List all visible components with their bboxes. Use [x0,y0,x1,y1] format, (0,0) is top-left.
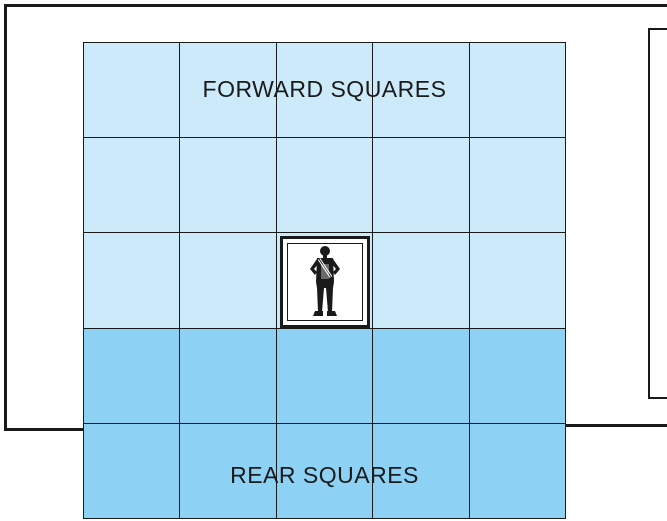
adjacent-panel [648,28,667,399]
standing-soldier-icon [305,244,345,320]
piece-tile-inner [287,243,363,321]
forward-square [84,138,180,233]
board-frame-bottom-left [4,428,84,431]
rear-squares-label: REAR SQUARES [83,462,566,489]
forward-square [470,233,566,328]
rear-square [470,329,566,424]
board-frame-top [4,4,667,7]
forward-square [373,138,469,233]
forward-square [180,138,276,233]
forward-square [470,138,566,233]
rear-square [373,329,469,424]
forward-square [373,233,469,328]
forward-square [180,233,276,328]
piece-tile [280,236,370,328]
board-frame-bottom-right [565,424,667,427]
rear-square [277,329,373,424]
forward-squares-label: FORWARD SQUARES [83,76,566,103]
forward-square [84,233,180,328]
board-frame-left [4,4,7,431]
rear-square [180,329,276,424]
forward-square [277,138,373,233]
rear-square [84,329,180,424]
